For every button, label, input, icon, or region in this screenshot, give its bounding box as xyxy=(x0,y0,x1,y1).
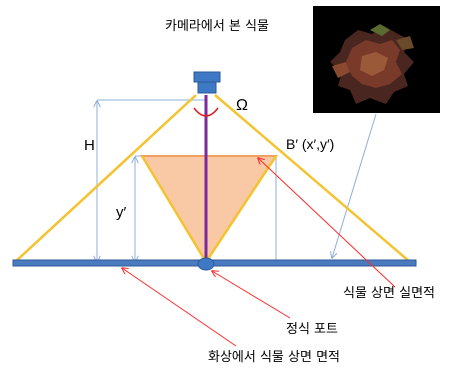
point-b-label: B′ (x′,y′) xyxy=(286,136,334,152)
camera-icon xyxy=(193,71,221,94)
photo-pointer-arrow xyxy=(332,113,377,258)
plant-top-area-triangle xyxy=(140,155,278,264)
fov-left-line xyxy=(14,94,197,263)
inner-left-line xyxy=(140,155,208,263)
angle-label: Ω xyxy=(236,97,248,114)
ground-bar xyxy=(12,259,417,267)
pot-icon xyxy=(197,257,215,271)
pot-label: 정식 포트 xyxy=(286,322,338,337)
actual-area-arrow xyxy=(258,158,396,288)
height-label: H xyxy=(84,137,95,154)
image-area-label: 화상에서 식물 상면 면적 xyxy=(208,350,340,365)
y-label: y′ xyxy=(116,204,127,221)
image-area-arrow xyxy=(122,268,237,347)
actual-area-label: 식물 상면 실면적 xyxy=(343,286,435,301)
inner-right-line xyxy=(204,155,278,263)
camera-view-caption: 카메라에서 본 식물 xyxy=(165,19,269,34)
plant-photo xyxy=(313,6,440,113)
fov-right-line xyxy=(214,94,411,263)
pot-arrow xyxy=(212,271,291,319)
angle-arc xyxy=(193,107,219,117)
